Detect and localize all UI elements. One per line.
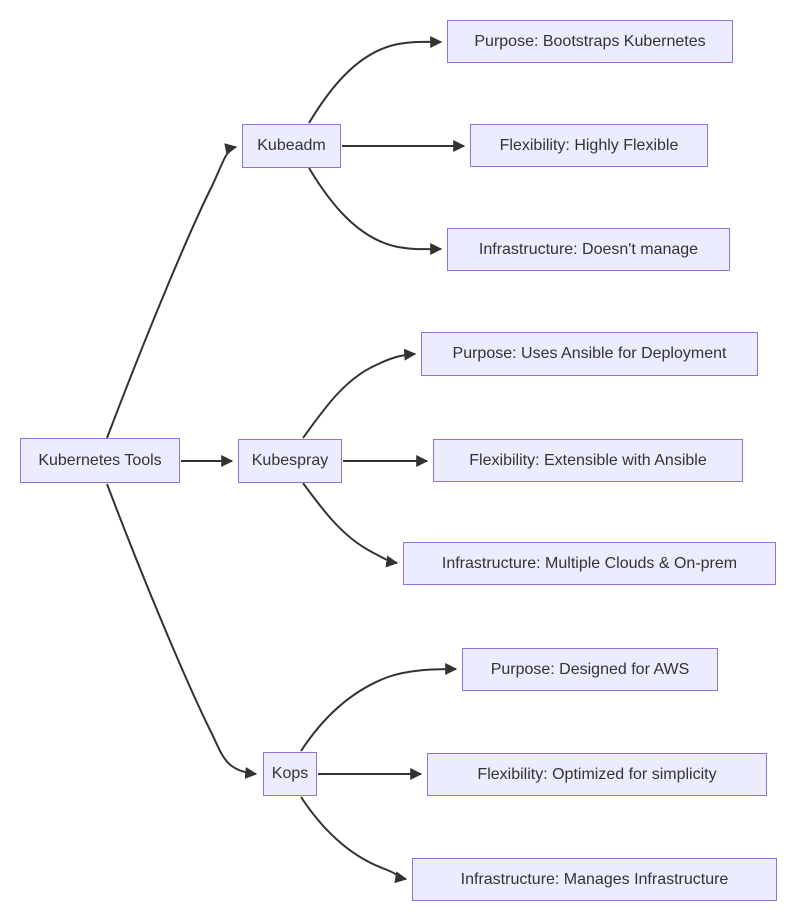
node-label: Infrastructure: Doesn't manage bbox=[478, 240, 699, 258]
node-label: Purpose: Uses Ansible for Deployment bbox=[452, 345, 727, 362]
node-kops-infrastructure: Infrastructure: Manages Infrastructure bbox=[412, 858, 777, 901]
node-kubeadm-purpose: Purpose: Bootstraps Kubernetes bbox=[447, 20, 733, 63]
node-label: Kops bbox=[271, 765, 309, 782]
node-kops-flexibility: Flexibility: Optimized for simplicity bbox=[427, 753, 767, 796]
node-kubernetes-tools: Kubernetes Tools bbox=[20, 438, 180, 483]
edge-kubespray-purpose bbox=[302, 348, 417, 439]
edge-kubeadm-infrastructure bbox=[308, 167, 443, 256]
edge-kubespray-infrastructure bbox=[302, 482, 399, 568]
node-label: Purpose: Designed for AWS bbox=[490, 660, 690, 678]
node-label: Flexibility: Optimized for simplicity bbox=[477, 765, 717, 783]
edge-root-kubeadm bbox=[106, 143, 238, 439]
edge-kubeadm-purpose bbox=[308, 35, 443, 124]
node-kubeadm: Kubeadm bbox=[242, 124, 341, 168]
node-kubespray-infrastructure: Infrastructure: Multiple Clouds & On-pre… bbox=[403, 542, 776, 585]
node-label: Kubespray bbox=[251, 452, 329, 469]
node-kops: Kops bbox=[263, 752, 317, 796]
node-label: Infrastructure: Manages Infrastructure bbox=[460, 870, 729, 888]
node-label: Kubeadm bbox=[257, 137, 326, 154]
node-kubespray-flexibility: Flexibility: Extensible with Ansible bbox=[433, 439, 743, 482]
node-kubespray: Kubespray bbox=[238, 439, 342, 483]
edge-kops-purpose bbox=[300, 663, 458, 752]
edge-root-kops bbox=[106, 483, 258, 779]
node-kubeadm-infrastructure: Infrastructure: Doesn't manage bbox=[447, 228, 730, 271]
node-label: Kubernetes Tools bbox=[38, 451, 162, 469]
node-label: Purpose: Bootstraps Kubernetes bbox=[474, 32, 706, 50]
node-kubespray-purpose: Purpose: Uses Ansible for Deployment bbox=[421, 332, 758, 376]
node-label: Flexibility: Extensible with Ansible bbox=[469, 451, 707, 469]
node-label: Flexibility: Highly Flexible bbox=[499, 136, 679, 154]
edge-kops-infrastructure bbox=[300, 796, 408, 884]
node-kops-purpose: Purpose: Designed for AWS bbox=[462, 648, 718, 691]
node-label: Infrastructure: Multiple Clouds & On-pre… bbox=[441, 554, 738, 572]
node-kubeadm-flexibility: Flexibility: Highly Flexible bbox=[470, 124, 708, 167]
